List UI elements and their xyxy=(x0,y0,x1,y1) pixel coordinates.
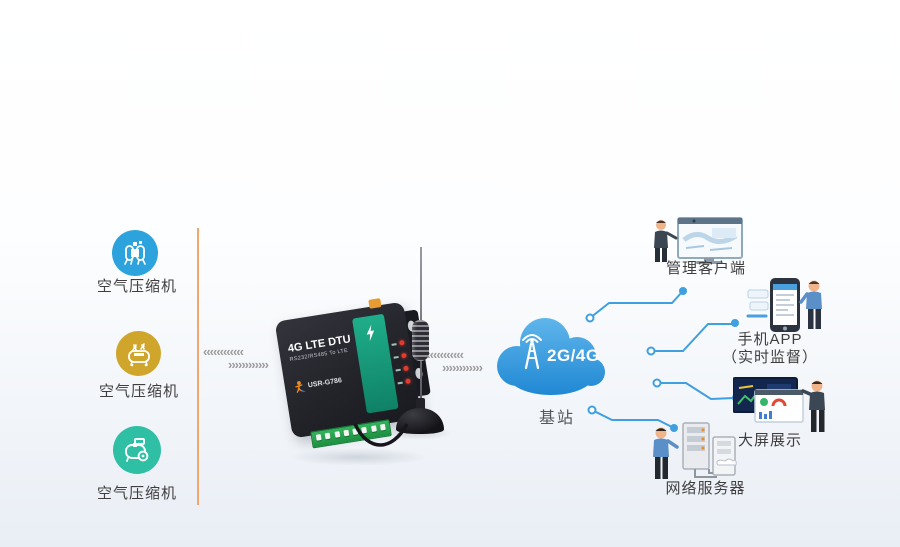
antenna-stem xyxy=(416,398,425,414)
device-brand: USR-G786 xyxy=(293,374,343,393)
dest-label-mobile-app: 手机APP xyxy=(737,331,803,348)
air-compressor-duplex-icon xyxy=(112,230,158,276)
air-compressor-portable-icon xyxy=(113,426,161,474)
device-body: 4G LTE DTU RS232/RS485 To LTE USR-G786 xyxy=(274,298,422,439)
dest-sublabel-mobile-app: （实时监督） xyxy=(721,349,818,366)
mobile-app-illustration xyxy=(746,278,822,332)
led-indicator xyxy=(403,365,409,372)
cloud-caption: 基站 xyxy=(538,410,575,427)
network-server-illustration xyxy=(653,422,737,479)
flow-arrow-left-icon: ‹‹‹‹‹‹‹‹‹‹‹‹ xyxy=(203,344,244,359)
source-label-1: 空气压缩机 xyxy=(96,278,177,295)
dest-label-network-server: 网络服务器 xyxy=(665,480,746,497)
led-indicator xyxy=(405,378,411,385)
dtu-device: 4G LTE DTU RS232/RS485 To LTE USR-G786 xyxy=(274,298,431,449)
big-screen-illustration xyxy=(733,377,825,432)
cell-tower-icon xyxy=(522,334,542,370)
divider-line xyxy=(197,228,199,505)
source-label-2: 空气压缩机 xyxy=(98,383,179,400)
source-label-3: 空气压缩机 xyxy=(96,485,177,502)
usr-runner-logo-icon xyxy=(295,381,305,393)
led-indicator xyxy=(401,352,407,359)
led-indicator xyxy=(399,339,405,346)
flow-arrow-left-icon: ‹‹‹‹‹‹‹‹‹‹‹‹ xyxy=(423,347,464,362)
dest-label-big-screen: 大屏展示 xyxy=(737,432,802,449)
flow-arrow-right-icon: ›››››››››››› xyxy=(228,357,269,372)
dest-label-management-client: 管理客户端 xyxy=(665,260,746,277)
device-green-stripe xyxy=(351,313,399,414)
management-client-illustration xyxy=(654,217,743,264)
antenna-coil-icon xyxy=(412,320,429,361)
antenna-connector xyxy=(368,298,382,309)
network-cloud: 2G/4G xyxy=(493,314,613,400)
flow-arrow-right-icon: ›››››››››››› xyxy=(442,360,483,375)
lightning-bolt-icon xyxy=(366,324,375,342)
device-model: USR-G786 xyxy=(307,376,343,389)
device-shadow xyxy=(288,448,428,466)
air-compressor-tank-icon xyxy=(116,331,161,376)
cloud-network-label: 2G/4G xyxy=(547,346,600,365)
